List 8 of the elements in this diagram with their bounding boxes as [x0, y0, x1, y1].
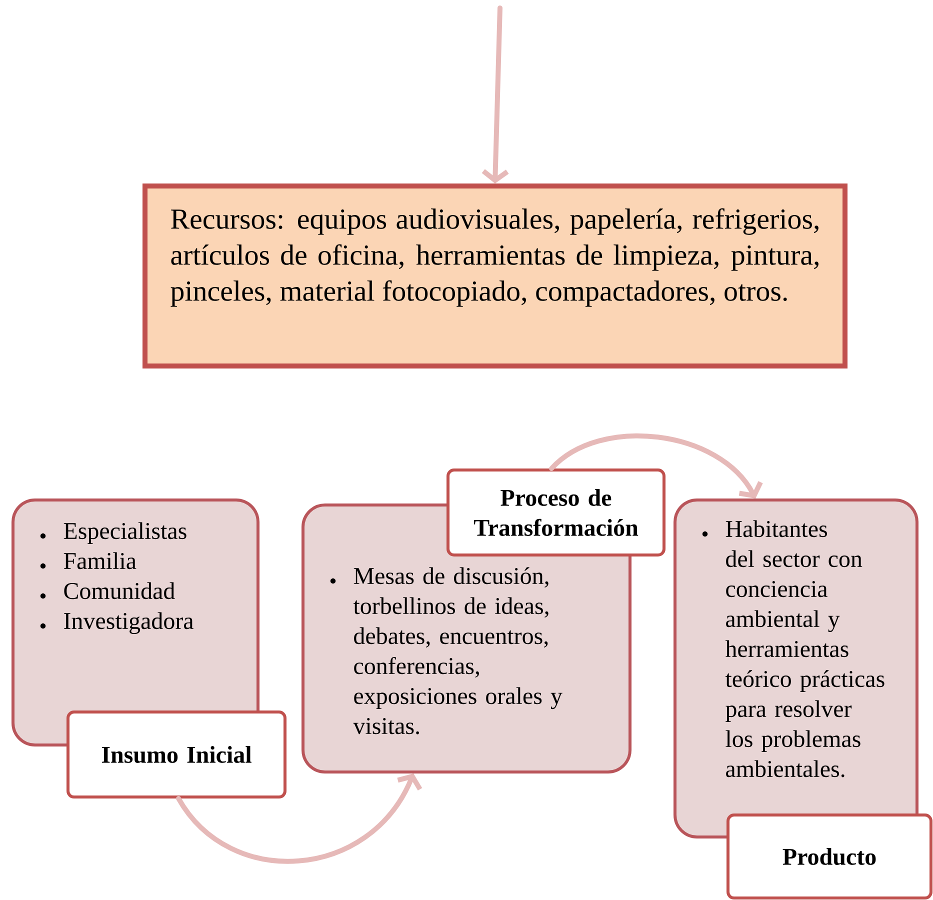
title-box: Insumo Inicial — [66, 710, 286, 798]
resource-box: Recursos: equipos audiovisuales, papelería, refrigerios, artículos de oficina, herramientas de limpieza, pintura, pinceles, material fotocopiado, compactadores, otros. — [142, 184, 848, 368]
arrow — [482, 6, 509, 184]
title-box: Proceso de Transformación — [446, 468, 666, 556]
bullet-list-card: Habitantes del sector con conciencia ambiental y herramientas teórico prácticas para resolver los problemas ambientales. — [674, 498, 919, 838]
title-box: Producto — [726, 814, 933, 900]
arrow — [549, 433, 763, 498]
arrow — [176, 774, 422, 864]
